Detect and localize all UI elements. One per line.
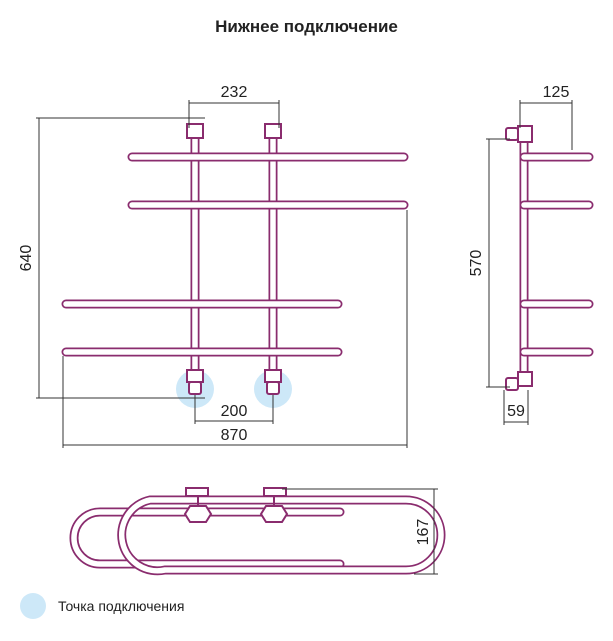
valve-left-cap <box>185 487 209 497</box>
connection-point-legend-icon <box>20 593 46 619</box>
dim-200: 200 <box>221 403 248 420</box>
fitting-bottom-left <box>186 369 204 383</box>
dim-125: 125 <box>543 84 570 101</box>
side-fitting-bottom <box>505 377 519 391</box>
valve-left-nut <box>183 505 213 523</box>
fitting-top-left <box>186 123 204 139</box>
fitting-bottom-right <box>264 369 282 383</box>
diagram-title: Нижнее подключение <box>215 17 398 36</box>
dim-640: 640 <box>18 245 35 272</box>
dim-570: 570 <box>468 250 485 277</box>
legend: Точка подключения <box>20 593 184 619</box>
legend-label: Точка подключения <box>58 598 185 614</box>
dim-59: 59 <box>507 403 525 420</box>
side-view: 125 570 59 <box>468 84 594 425</box>
top-view: 167 <box>69 487 446 576</box>
front-view: 232 640 200 870 <box>18 84 409 448</box>
dim-232: 232 <box>221 84 248 101</box>
side-fitting-top <box>505 127 519 141</box>
valve-right-cap <box>263 487 287 497</box>
dim-870: 870 <box>221 427 248 444</box>
valve-right-nut <box>259 505 289 523</box>
dim-167: 167 <box>415 519 432 546</box>
fitting-top-right <box>264 123 282 139</box>
